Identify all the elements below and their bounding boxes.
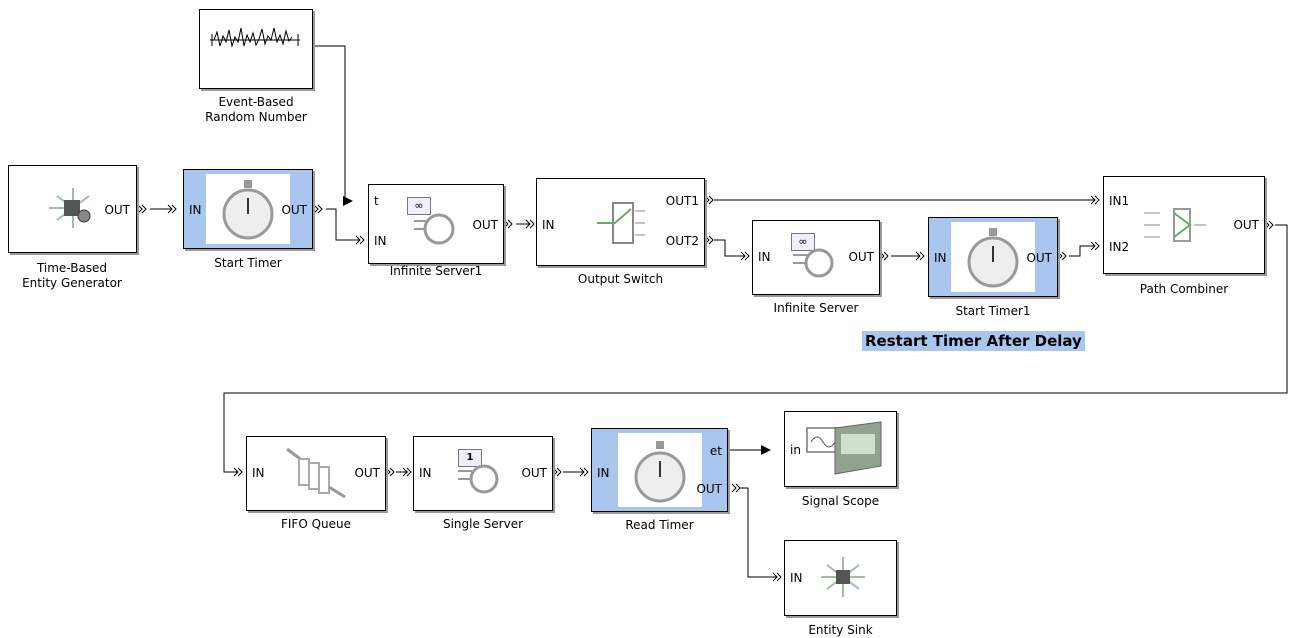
block-infinite-server1[interactable]: ∞ t IN OUT: [368, 184, 504, 264]
output-switch-in-port: IN: [542, 218, 555, 232]
path-combiner-out-port: OUT: [1233, 218, 1259, 232]
block-infinite-server1-label: Infinite Server1: [389, 264, 483, 278]
block-signal-scope-label: Signal Scope: [801, 494, 880, 508]
fifo-out-port: OUT: [354, 466, 380, 480]
conn-random-infserver1-t: [313, 45, 353, 206]
block-start-timer-label: Start Timer: [214, 256, 282, 270]
conn-combiner-fifo: [223, 224, 1288, 473]
random-signal-icon: [210, 27, 300, 48]
output-switch-out2-port: OUT2: [665, 234, 699, 248]
output-switch-out1-port: OUT1: [665, 194, 699, 208]
path-combiner-in1-port: IN1: [1109, 194, 1130, 208]
block-infinite-server-label: Infinite Server: [773, 301, 859, 315]
block-fifo-queue-label: FIFO Queue: [280, 517, 352, 531]
combiner-icon: [1144, 208, 1206, 242]
queue-icon: [286, 447, 346, 499]
random-label-line2: Random Number: [205, 110, 307, 124]
block-start-timer1[interactable]: IN OUT: [928, 217, 1058, 297]
block-single-server-label: Single Server: [442, 517, 524, 531]
fifo-in-port: IN: [252, 466, 265, 480]
conn-out2-infserver: [714, 239, 745, 257]
restart-timer-annotation: Restart Timer After Delay: [862, 331, 1085, 351]
block-start-timer1-label: Start Timer1: [955, 304, 1031, 318]
entity-sink-icon: [821, 557, 865, 597]
block-read-timer[interactable]: IN et OUT: [591, 428, 728, 512]
block-signal-scope[interactable]: in: [784, 411, 897, 487]
block-output-switch[interactable]: IN OUT1 OUT2: [536, 178, 705, 266]
infinite-server1-t-port: t: [374, 194, 379, 208]
scope-icon: [806, 421, 882, 475]
server-icon: [414, 213, 455, 245]
single-badge-icon: 1: [458, 449, 482, 467]
entity-port-chevrons: [137, 195, 1274, 582]
infinite-server1-in-port: IN: [374, 234, 387, 248]
block-read-timer-label: Read Timer: [625, 518, 694, 532]
conn-starttimer-infserver1: [326, 208, 360, 241]
block-random-number[interactable]: [199, 9, 313, 89]
start-timer-in-port: IN: [189, 203, 202, 217]
block-entity-generator[interactable]: OUT: [8, 165, 137, 253]
infinite-server1-out-port: OUT: [472, 218, 498, 232]
random-label-line1: Event-Based: [218, 95, 294, 109]
infinite-badge-icon: ∞: [791, 233, 815, 251]
generator-out-port: OUT: [104, 203, 130, 217]
block-entity-sink[interactable]: IN: [784, 540, 897, 616]
block-single-server[interactable]: 1 IN OUT: [413, 436, 553, 511]
block-path-combiner[interactable]: IN1 IN2 OUT: [1103, 176, 1265, 274]
generator-label-line2: Entity Generator: [22, 276, 122, 290]
server-icon: [458, 464, 499, 494]
conn-starttimer1-combiner: [1069, 245, 1095, 257]
start-timer1-in-port: IN: [934, 251, 947, 265]
block-path-combiner-label: Path Combiner: [1139, 282, 1229, 296]
single-server-in-port: IN: [419, 466, 432, 480]
block-output-switch-label: Output Switch: [577, 272, 664, 286]
stopwatch-icon: [951, 222, 1035, 292]
start-timer-out-port: OUT: [281, 203, 307, 217]
infinite-server-out-port: OUT: [848, 250, 874, 264]
read-timer-et-port: et: [709, 444, 722, 458]
block-entity-generator-label: Time-Based Entity Generator: [0, 261, 144, 291]
single-server-out-port: OUT: [521, 466, 547, 480]
infinite-badge-icon: ∞: [407, 197, 431, 215]
entity-sink-in-port: IN: [790, 571, 803, 585]
start-timer1-out-port: OUT: [1026, 251, 1052, 265]
infinite-server-in-port: IN: [758, 250, 771, 264]
block-fifo-queue[interactable]: IN OUT: [246, 436, 386, 511]
block-random-number-label: Event-Based Random Number: [186, 95, 326, 125]
read-timer-out-port: OUT: [696, 482, 722, 496]
stopwatch-icon: [206, 174, 290, 244]
entity-generator-icon: [49, 188, 91, 228]
block-infinite-server[interactable]: ∞ IN OUT: [752, 220, 880, 295]
block-start-timer[interactable]: IN OUT: [183, 169, 313, 249]
read-timer-in-port: IN: [597, 466, 610, 480]
generator-label-line1: Time-Based: [36, 261, 108, 275]
block-entity-sink-label: Entity Sink: [808, 623, 873, 637]
switch-icon: [597, 202, 645, 244]
server-icon: [793, 248, 834, 278]
path-combiner-in2-port: IN2: [1109, 240, 1130, 254]
conn-readtimer-sink: [740, 487, 777, 578]
stopwatch-icon: [618, 433, 702, 507]
signal-scope-in-port: in: [790, 443, 801, 457]
